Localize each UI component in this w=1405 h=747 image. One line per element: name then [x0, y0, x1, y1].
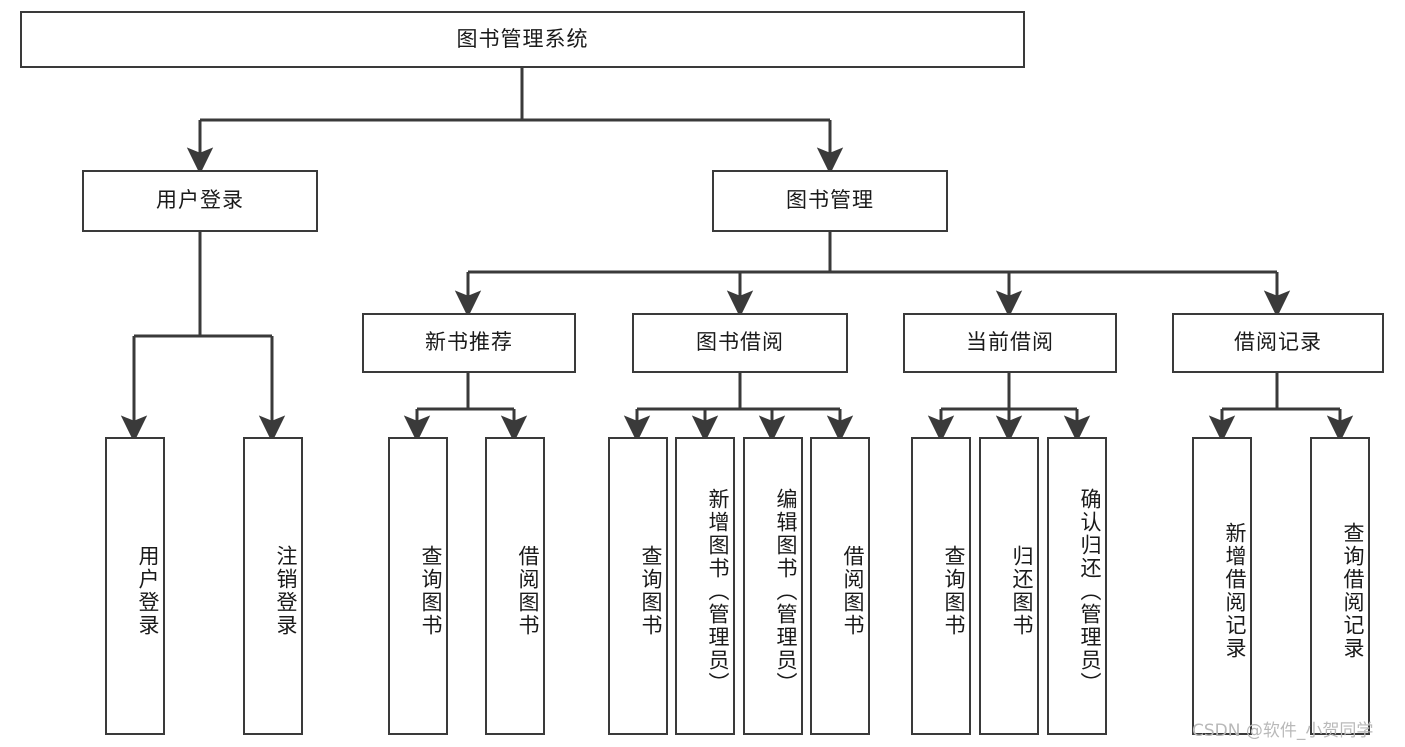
- node-new-book-recommend[interactable]: 新书推荐: [362, 313, 576, 373]
- node-root-label: 图书管理系统: [456, 26, 589, 51]
- leaf-user-login-signout[interactable]: 注销登录: [243, 437, 303, 735]
- node-user-login-label: 用户登录: [156, 188, 244, 213]
- node-book-borrow[interactable]: 图书借阅: [632, 313, 848, 373]
- leaf-label: 查询图书: [942, 545, 966, 637]
- leaf-current-borrow-return[interactable]: 归还图书: [979, 437, 1039, 735]
- leaf-current-borrow-query[interactable]: 查询图书: [911, 437, 971, 735]
- node-borrow-record[interactable]: 借阅记录: [1172, 313, 1384, 373]
- leaf-label: 借阅图书: [516, 545, 540, 637]
- leaf-label: 新增图书（管理员）: [706, 487, 730, 695]
- csdn-watermark: CSDN @软件_小贺同学: [1192, 721, 1374, 741]
- leaf-user-login-signin[interactable]: 用户登录: [105, 437, 165, 735]
- leaf-book-borrow-add[interactable]: 新增图书（管理员）: [675, 437, 735, 735]
- leaf-new-book-query[interactable]: 查询图书: [388, 437, 448, 735]
- node-book-borrow-label: 图书借阅: [696, 330, 784, 355]
- node-book-management-label: 图书管理: [786, 188, 874, 213]
- node-new-book-recommend-label: 新书推荐: [425, 330, 513, 355]
- node-current-borrow[interactable]: 当前借阅: [903, 313, 1117, 373]
- leaf-current-borrow-confirm-return[interactable]: 确认归还（管理员）: [1047, 437, 1107, 735]
- leaf-book-borrow-edit[interactable]: 编辑图书（管理员）: [743, 437, 803, 735]
- leaf-label: 用户登录: [136, 545, 160, 637]
- leaf-new-book-borrow[interactable]: 借阅图书: [485, 437, 545, 735]
- leaf-label: 确认归还（管理员）: [1078, 487, 1102, 695]
- node-current-borrow-label: 当前借阅: [966, 330, 1054, 355]
- node-book-management[interactable]: 图书管理: [712, 170, 948, 232]
- leaf-book-borrow-lend[interactable]: 借阅图书: [810, 437, 870, 735]
- leaf-book-borrow-query[interactable]: 查询图书: [608, 437, 668, 735]
- leaf-label: 查询图书: [419, 545, 443, 637]
- leaf-label: 注销登录: [274, 545, 298, 637]
- leaf-borrow-record-add[interactable]: 新增借阅记录: [1192, 437, 1252, 735]
- leaf-borrow-record-query[interactable]: 查询借阅记录: [1310, 437, 1370, 735]
- node-user-login[interactable]: 用户登录: [82, 170, 318, 232]
- leaf-label: 新增借阅记录: [1223, 522, 1247, 660]
- leaf-label: 编辑图书（管理员）: [774, 487, 798, 695]
- leaf-label: 查询图书: [639, 545, 663, 637]
- node-borrow-record-label: 借阅记录: [1234, 330, 1322, 355]
- leaf-label: 归还图书: [1010, 545, 1034, 637]
- leaf-label: 查询借阅记录: [1341, 522, 1365, 660]
- node-root[interactable]: 图书管理系统: [20, 11, 1025, 68]
- leaf-label: 借阅图书: [841, 545, 865, 637]
